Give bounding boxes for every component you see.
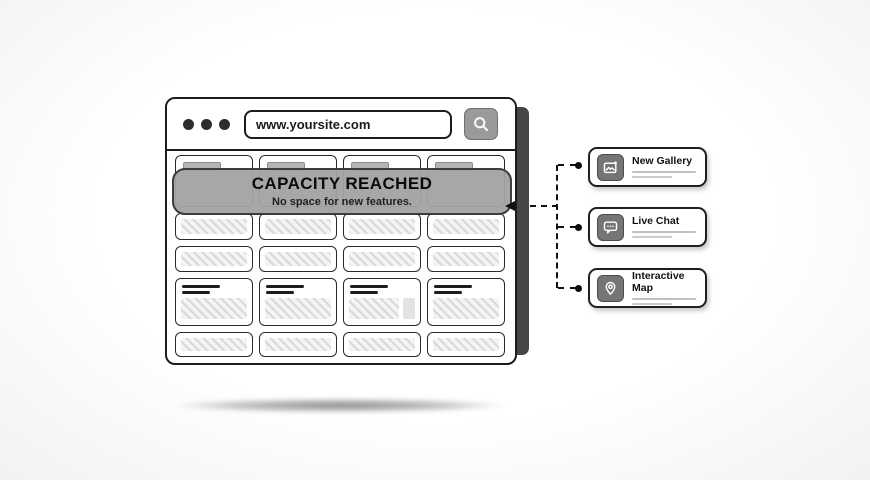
- grid-placeholder-card: [343, 246, 421, 272]
- connector-branch-chat: [558, 226, 576, 228]
- feature-card-new-gallery[interactable]: New Gallery: [588, 147, 707, 187]
- placeholder-line: [632, 176, 672, 179]
- placeholder-heading-line: [182, 285, 220, 288]
- placeholder-line: [632, 231, 696, 234]
- connector-dot: [575, 285, 582, 292]
- grid-placeholder-card: [427, 246, 505, 272]
- grid-row: [175, 213, 505, 240]
- feature-label: New Gallery: [632, 154, 693, 167]
- placeholder-line: [632, 171, 696, 174]
- search-button[interactable]: [464, 108, 498, 140]
- placeholder-hatch: [265, 219, 331, 234]
- placeholder-heading-line: [266, 291, 294, 294]
- browser-topbar: [167, 99, 515, 151]
- placeholder-heading-line: [182, 291, 210, 294]
- placeholder-heading-line: [350, 291, 378, 294]
- grid-placeholder-card: [175, 246, 253, 272]
- grid-placeholder-card: [175, 332, 253, 357]
- grid-placeholder-card: [175, 278, 253, 326]
- placeholder-hatch: [349, 338, 415, 351]
- placeholder-hatch: [349, 252, 415, 266]
- grid-placeholder-card: [175, 213, 253, 240]
- feature-card-body: New Gallery: [632, 154, 696, 179]
- grid-placeholder-card: [343, 278, 421, 326]
- grid-placeholder-card: [259, 278, 337, 326]
- grid-row: [175, 246, 505, 272]
- placeholder-hatch: [349, 298, 399, 319]
- placeholder-hatch: [181, 219, 247, 234]
- placeholder-hatch: [265, 252, 331, 266]
- banner-title: CAPACITY REACHED: [251, 174, 433, 194]
- arrowhead-left-icon: [505, 201, 515, 211]
- feature-label: Live Chat: [632, 214, 680, 227]
- placeholder-heading-line: [350, 285, 388, 288]
- feature-card-live-chat[interactable]: Live Chat: [588, 207, 707, 247]
- placeholder-heading-line: [266, 285, 304, 288]
- magnifier-icon: [471, 114, 491, 134]
- placeholder-heading-line: [434, 285, 472, 288]
- placeholder-line: [632, 303, 672, 306]
- placeholder-hatch: [265, 298, 331, 319]
- placeholder-hatch: [433, 252, 499, 266]
- feature-card-body: Interactive Map: [632, 269, 705, 306]
- window-controls: [183, 118, 230, 130]
- placeholder-hatch: [349, 219, 415, 234]
- placeholder-hatch: [433, 338, 499, 351]
- placeholder-hatch: [181, 338, 247, 351]
- placeholder-hatch: [181, 252, 247, 266]
- connector-dot: [575, 224, 582, 231]
- content-grid: [175, 155, 505, 357]
- feature-label: Interactive Map: [632, 269, 685, 294]
- grid-placeholder-card: [259, 213, 337, 240]
- grid-row: [175, 278, 505, 326]
- feature-card-body: Live Chat: [632, 214, 696, 239]
- connector-branch-gallery: [558, 164, 576, 166]
- banner-subtitle: No space for new features.: [272, 195, 412, 208]
- window-control-dot[interactable]: [219, 118, 230, 130]
- grid-placeholder-card: [427, 332, 505, 357]
- window-side-edge: [516, 107, 529, 355]
- feature-card-interactive-map[interactable]: Interactive Map: [588, 268, 707, 308]
- placeholder-square: [403, 298, 415, 319]
- connector-branch-map: [558, 287, 576, 289]
- grid-row: [175, 332, 505, 357]
- chat-bubble-icon: [597, 213, 624, 241]
- map-pin-icon: [597, 274, 624, 302]
- gallery-image-icon: [597, 153, 624, 181]
- connector-main-line: [530, 205, 558, 207]
- placeholder-line: [632, 236, 672, 239]
- grid-placeholder-card: [427, 213, 505, 240]
- ground-shadow: [176, 398, 504, 413]
- placeholder-hatch: [433, 298, 499, 319]
- capacity-banner: CAPACITY REACHED No space for new featur…: [172, 168, 512, 215]
- placeholder-hatch: [433, 219, 499, 234]
- connector-trunk-line: [556, 165, 558, 288]
- placeholder-line: [632, 298, 696, 301]
- connector-dot: [575, 162, 582, 169]
- grid-placeholder-card: [343, 213, 421, 240]
- window-control-dot[interactable]: [183, 118, 194, 130]
- window-control-dot[interactable]: [201, 118, 212, 130]
- grid-placeholder-card: [343, 332, 421, 357]
- grid-placeholder-card: [259, 246, 337, 272]
- grid-placeholder-card: [259, 332, 337, 357]
- placeholder-hatch: [265, 338, 331, 351]
- placeholder-heading-line: [434, 291, 462, 294]
- url-input[interactable]: [244, 109, 452, 139]
- grid-placeholder-card: [427, 278, 505, 326]
- placeholder-hatch: [181, 298, 247, 319]
